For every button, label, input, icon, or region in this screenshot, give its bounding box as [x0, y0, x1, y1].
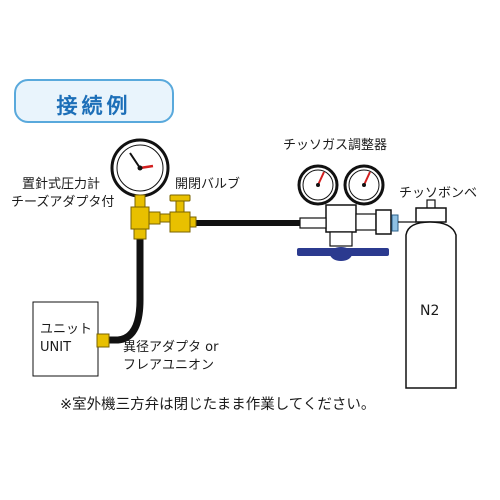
adapter-label-line1: 異径アダプタ or — [123, 340, 219, 355]
cylinder-mark: N2 — [420, 303, 440, 319]
nitrogen-cylinder — [398, 199, 457, 389]
gauge-needle-black — [129, 152, 141, 169]
unit-box — [32, 301, 99, 377]
unit-label-line2: UNIT — [40, 340, 72, 355]
cheese-tee-adapter — [130, 206, 161, 240]
open-close-valve — [169, 194, 197, 233]
adapter-label-line2: フレアユニオン — [123, 358, 215, 373]
warning-note: ※室外機三方弁は閉じたまま作業してください。 — [60, 397, 376, 413]
valve-label: 開閉バルブ — [175, 177, 241, 192]
nitrogen-regulator — [297, 164, 399, 261]
cylinder-label: チッソボンベ — [399, 186, 478, 201]
gauge-label-line2: チーズアダプタ付 — [11, 195, 115, 210]
reducing-adapter — [96, 333, 110, 348]
title-tab: 接続例 — [14, 79, 174, 123]
hose-unit-to-gauge — [101, 232, 144, 344]
regulator-label: チッソガス調整器 — [283, 138, 388, 153]
gauge-label-line1: 置針式圧力計 — [22, 177, 101, 192]
pressure-gauge — [110, 138, 170, 208]
unit-label-line1: ユニット — [40, 322, 93, 337]
page-title: 接続例 — [56, 94, 132, 118]
